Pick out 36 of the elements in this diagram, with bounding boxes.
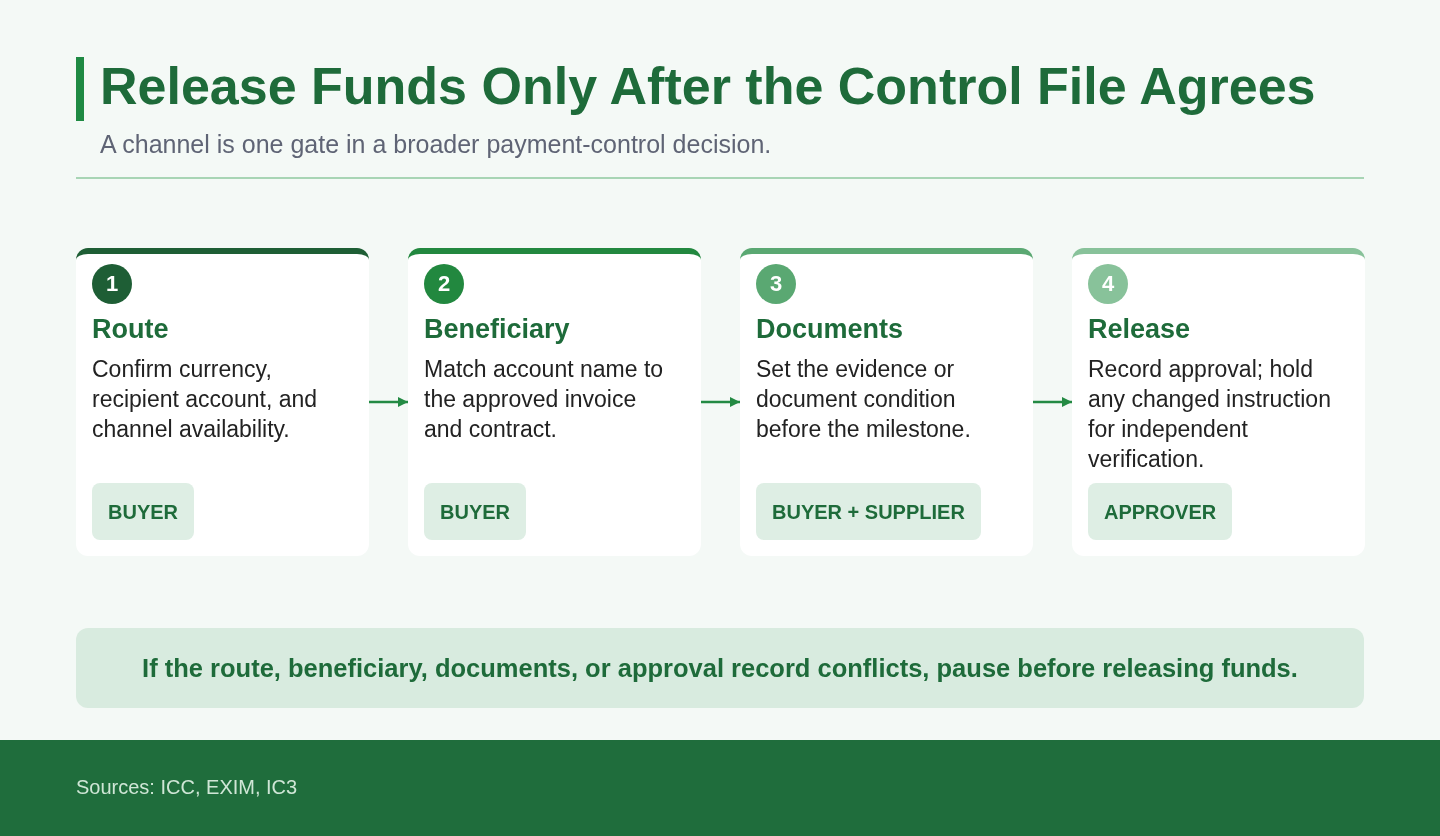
step-number-circle — [1088, 264, 1128, 304]
step-title: Route — [92, 313, 169, 345]
subtitle: A channel is one gate in a broader payment-control decision. — [100, 129, 772, 159]
role-tag — [424, 483, 526, 540]
step-number-circle — [92, 264, 132, 304]
arrow — [1033, 397, 1072, 407]
step-description: Set the evidence or document condition before the milestone. — [756, 355, 972, 444]
step-title: Release — [1088, 313, 1191, 345]
step-card — [1072, 248, 1365, 556]
arrow — [369, 397, 408, 407]
step-description: Match account name to the approved invoice and contract. — [424, 355, 665, 444]
step-card — [76, 248, 369, 556]
sources-note: Sources: ICC, EXIM, IC3 — [76, 775, 298, 800]
step-number-circle — [756, 264, 796, 304]
step-card — [740, 248, 1033, 556]
callout-banner — [76, 628, 1364, 708]
step-title: Beneficiary — [424, 313, 570, 345]
step-number: 4 — [1101, 272, 1115, 296]
role-tag — [92, 483, 194, 540]
role-label: APPROVER — [1104, 499, 1217, 524]
step-title: Documents — [756, 313, 904, 345]
step-number: 1 — [105, 272, 119, 296]
step-number-circle — [424, 264, 464, 304]
role-label: BUYER — [108, 499, 178, 524]
role-label: BUYER — [440, 499, 510, 524]
step-number: 2 — [437, 272, 451, 296]
step-card — [408, 248, 701, 556]
step-description: Confirm currency, recipient account, and channel availability. — [92, 355, 319, 444]
step-number: 3 — [769, 272, 783, 296]
step-description: Record approval; hold any changed instruction for independent verification. — [1088, 355, 1332, 474]
arrow — [701, 397, 740, 407]
role-tag — [1088, 483, 1233, 540]
role-label: BUYER + SUPPLIER — [772, 499, 965, 524]
role-tag — [756, 483, 981, 540]
callout-text: If the route, beneficiary, documents, or approval record conflicts, pause before releasing funds. — [142, 653, 1298, 683]
title: Release Funds Only After the Control File Agrees — [100, 56, 1316, 117]
